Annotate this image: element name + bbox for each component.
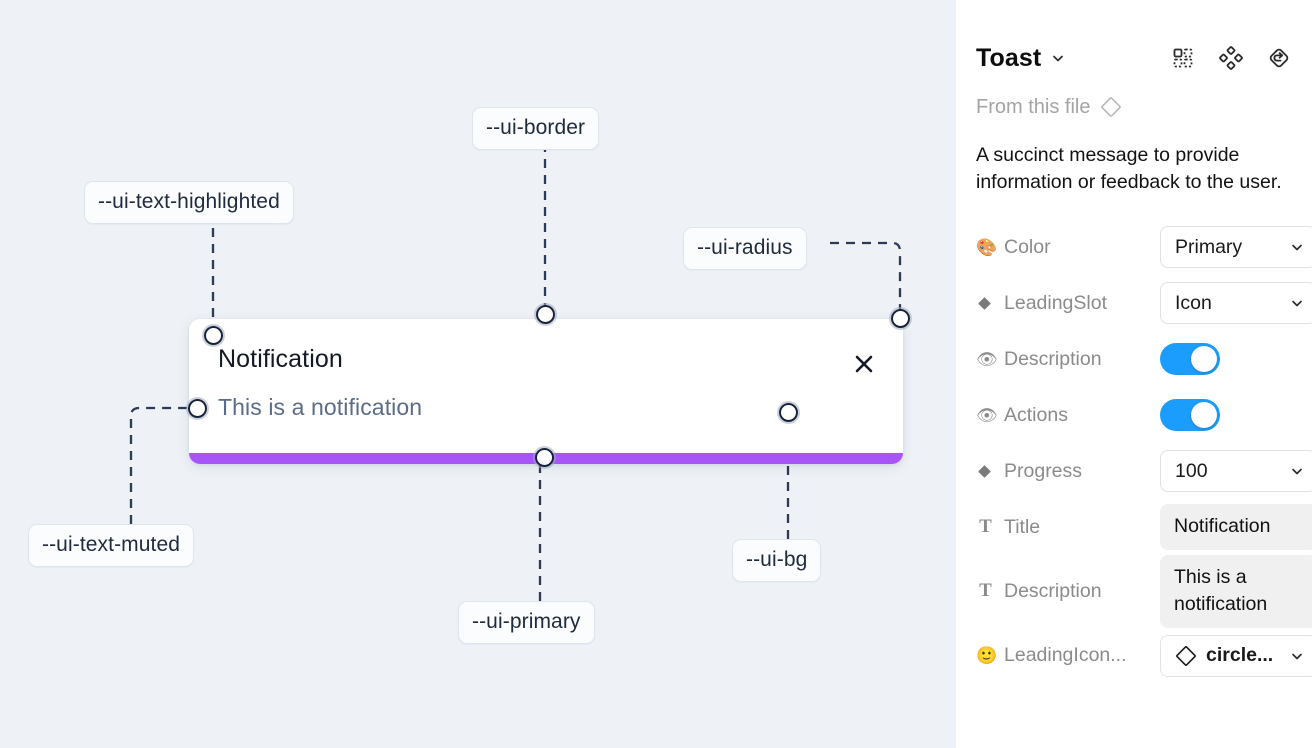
description-toggle[interactable] — [1160, 343, 1220, 376]
diamond-filled-icon — [976, 463, 995, 480]
property-row-title: T Title Notification — [976, 499, 1312, 555]
token-chip-ui-bg[interactable]: --ui-bg — [732, 539, 822, 582]
token-chip-ui-primary[interactable]: --ui-primary — [458, 601, 595, 644]
property-label-description-text: T Description — [976, 580, 1160, 603]
connector-ui-radius — [830, 241, 902, 310]
connector-ui-text-muted — [129, 406, 189, 524]
header-icon-group — [1170, 45, 1292, 71]
component-set-icon[interactable] — [1170, 45, 1196, 71]
property-label-leadingslot: LeadingSlot — [976, 292, 1160, 315]
diamond-icon — [1175, 645, 1197, 667]
title-input[interactable]: Notification — [1160, 504, 1312, 550]
property-row-leadingicon: 🙂 LeadingIcon... circle... — [976, 628, 1312, 684]
handle-ui-bg[interactable] — [777, 401, 800, 424]
properties-panel: Toast — [956, 0, 1312, 748]
toggle-knob — [1191, 402, 1217, 429]
toggle-knob — [1191, 346, 1217, 373]
close-icon[interactable] — [850, 350, 878, 378]
handle-ui-primary[interactable] — [533, 446, 556, 469]
from-this-file[interactable]: From this file — [976, 92, 1292, 122]
eye-emoji-icon: 👁 — [976, 405, 998, 425]
chevron-down-icon — [1289, 239, 1305, 255]
handle-ui-border[interactable] — [534, 303, 557, 326]
leadingicon-select[interactable]: circle... — [1160, 634, 1312, 677]
color-select[interactable]: Primary — [1160, 226, 1312, 269]
toast-component-preview[interactable]: Notification This is a notification — [189, 319, 903, 464]
property-row-actions-toggle: 👁 Actions — [976, 387, 1292, 443]
chevron-down-icon — [1289, 463, 1305, 479]
token-chip-ui-border[interactable]: --ui-border — [472, 107, 600, 150]
toast-description: This is a notification — [218, 394, 423, 420]
diamond-filled-icon — [976, 295, 995, 312]
property-label-color: 🎨 Color — [976, 235, 1051, 258]
handle-ui-text-highlighted[interactable] — [202, 324, 225, 347]
component-description: A succinct message to provide informatio… — [976, 144, 1282, 193]
eye-emoji-icon: 👁 — [976, 349, 998, 369]
description-input[interactable]: This is a notification — [1160, 555, 1312, 628]
leadingslot-select[interactable]: Icon — [1160, 282, 1312, 325]
token-chip-ui-text-muted[interactable]: --ui-text-muted — [28, 524, 195, 567]
design-canvas[interactable]: Notification This is a notification --ui… — [0, 0, 956, 748]
property-label-actions-toggle: 👁 Actions — [976, 403, 1068, 426]
property-row-description-text: T Description This is a notification — [976, 555, 1312, 628]
property-row-leadingslot: LeadingSlot Icon — [976, 275, 1312, 331]
from-this-file-label: From this file — [976, 95, 1091, 118]
property-label-leadingicon: 🙂 LeadingIcon... — [976, 644, 1127, 667]
chevron-down-icon — [1289, 295, 1305, 311]
chevron-down-icon — [1289, 648, 1305, 664]
property-list: 🎨 Color Primary — [976, 219, 1312, 684]
smiley-emoji-icon: 🙂 — [976, 646, 998, 666]
token-chip-ui-radius[interactable]: --ui-radius — [683, 227, 807, 270]
progress-select[interactable]: 100 — [1160, 450, 1312, 493]
text-type-icon: T — [979, 580, 992, 602]
property-label-title: T Title — [976, 516, 1160, 539]
property-label-description-toggle: 👁 Description — [976, 347, 1102, 370]
property-row-description-toggle: 👁 Description — [976, 331, 1292, 387]
actions-toggle[interactable] — [1160, 399, 1220, 432]
reset-instance-icon[interactable] — [1266, 45, 1292, 71]
diamond-icon — [1100, 96, 1122, 118]
panel-header: Toast — [976, 26, 1292, 90]
property-row-progress: Progress 100 — [976, 443, 1312, 499]
toast-title: Notification — [218, 345, 343, 373]
page-title: Toast — [976, 43, 1042, 72]
palette-emoji-icon: 🎨 — [976, 237, 998, 257]
component-icon[interactable] — [1218, 45, 1244, 71]
handle-ui-radius[interactable] — [889, 307, 912, 330]
handle-ui-text-muted[interactable] — [186, 397, 209, 420]
chevron-down-icon[interactable] — [1050, 50, 1066, 66]
property-row-color: 🎨 Color Primary — [976, 219, 1312, 275]
token-chip-ui-text-highlighted[interactable]: --ui-text-highlighted — [84, 181, 294, 224]
text-type-icon: T — [979, 516, 992, 538]
property-label-progress: Progress — [976, 460, 1160, 483]
